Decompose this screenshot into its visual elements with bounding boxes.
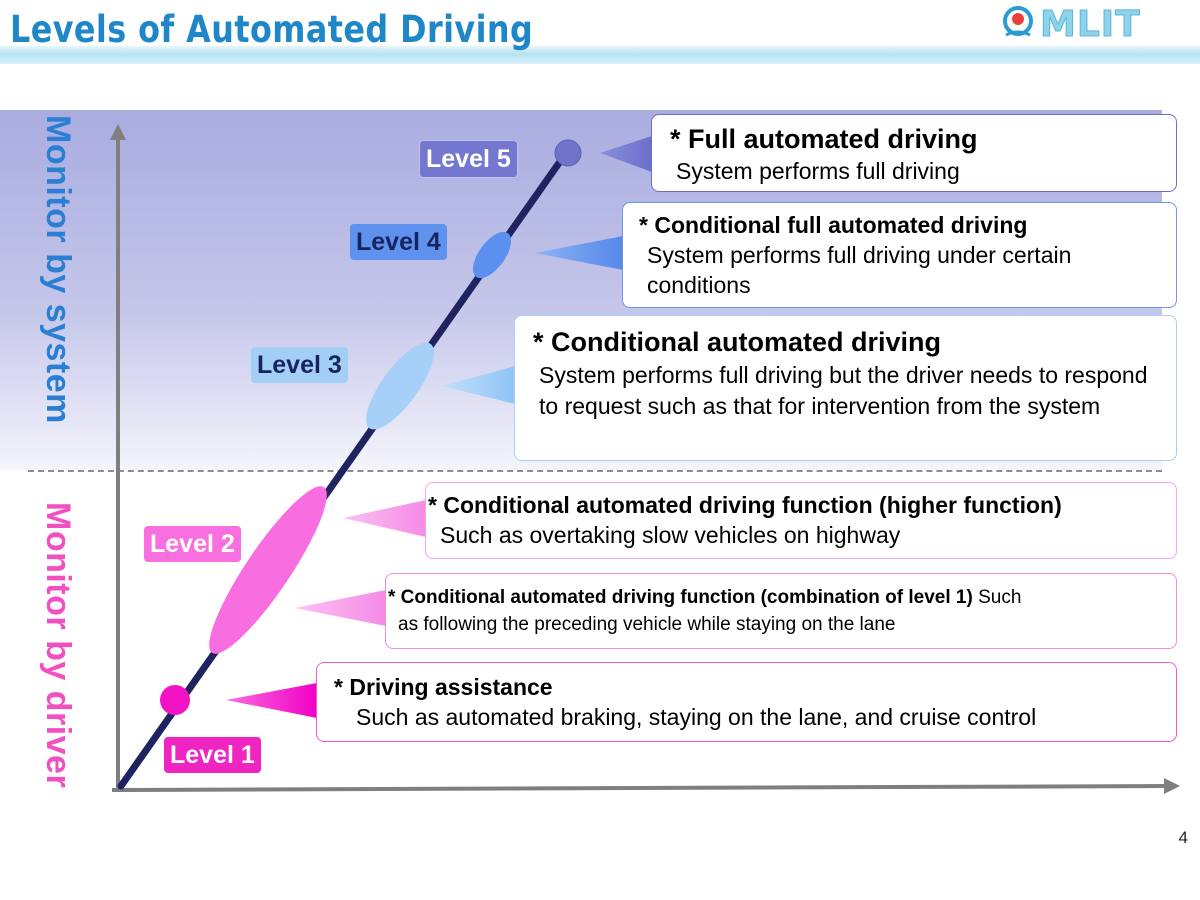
level2-higher-heading: * Conditional automated driving function… [428,492,1062,518]
level5-label: Level 5 [419,140,518,178]
level4-marker [472,231,512,279]
level2-label: Level 2 [144,526,241,562]
level2-combination-pointer [295,590,386,626]
level1-heading: * Driving assistance [334,674,553,700]
level3-description: System performs full driving but the dri… [539,362,1148,420]
level4-description: System performs full driving under certa… [647,241,1072,298]
page-title: Levels of Automated Driving [10,8,534,51]
level2-higher-pointer [343,500,426,537]
level1-description: Such as automated braking, staying on th… [356,703,1037,730]
level1-pointer [226,683,317,718]
level2-higher-description-box: * Conditional automated driving function… [425,482,1177,559]
monitor-by-driver-label: Monitor by driver [39,502,77,789]
level2-combination-description-start: Such [978,587,1022,608]
level4-description-box: * Conditional full automated driving Sys… [622,202,1177,308]
level1-label: Level 1 [164,737,261,773]
level5-pointer [600,136,652,172]
level5-description-box: * Full automated driving System performs… [651,114,1177,192]
level3-marker [366,342,434,430]
mlit-emblem-icon [1003,6,1033,37]
level4-pointer [535,236,623,270]
level5-description: System performs full driving [676,158,960,185]
level1-marker [160,685,190,715]
level5-marker [554,139,582,167]
level3-pointer [442,366,515,404]
level4-heading: * Conditional full automated driving [639,212,1028,238]
level3-heading: * Conditional automated driving [533,327,942,357]
x-axis [111,778,1180,794]
mlit-logo: MLIT [1000,4,1195,46]
level3-label: Level 3 [251,347,348,383]
logo-wordmark: MLIT [1040,4,1141,46]
level2-combination-description: as following the preceding vehicle while… [398,613,896,635]
level2-marker [209,486,327,654]
level5-heading: * Full automated driving [670,124,978,154]
title-underline-bar [0,46,1200,64]
monitor-by-system-label: Monitor by system [39,115,77,424]
level2-combination-description-box: * Conditional automated driving function… [385,573,1177,649]
level3-description-box: * Conditional automated driving System p… [514,315,1177,461]
page-number: 4 [1178,828,1188,847]
y-axis [110,124,126,790]
monitor-divider-line [28,470,1162,472]
level1-description-box: * Driving assistance Such as automated b… [316,662,1177,742]
level4-label: Level 4 [350,224,447,260]
level2-combination-heading: * Conditional automated driving function… [388,587,973,608]
level2-higher-description: Such as overtaking slow vehicles on high… [440,521,901,548]
